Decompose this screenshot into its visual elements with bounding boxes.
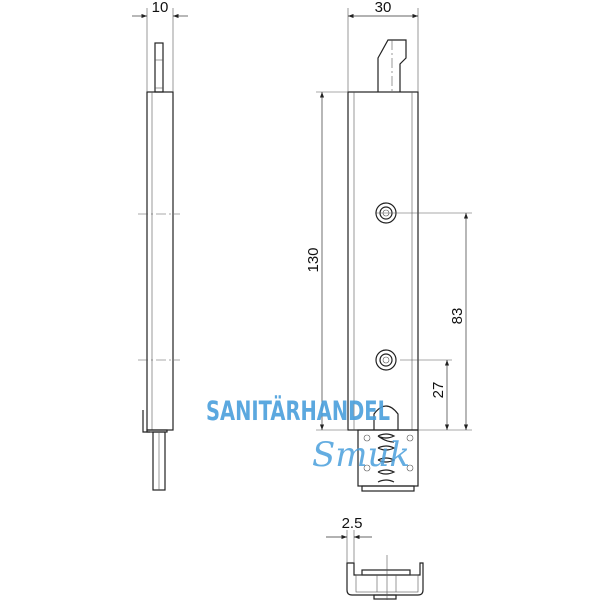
dimension-screw-spacing: 83	[375, 212, 472, 431]
watermark-logo: SANITÄRHANDEL Smuk	[206, 395, 410, 475]
dimension-height: 130	[305, 91, 348, 431]
dimension-side-width: 10	[132, 0, 188, 92]
dim-label-2-5: 2.5	[342, 515, 363, 532]
dimension-front-width: 30	[347, 0, 419, 92]
dim-label-83: 83	[449, 308, 466, 325]
dimension-bottom-offset: 27	[430, 360, 450, 430]
side-view	[138, 42, 180, 491]
dimension-bottom-lip: 2.5	[326, 515, 372, 563]
dim-label-30: 30	[375, 0, 392, 16]
bottom-view	[346, 555, 424, 600]
watermark-line1: SANITÄRHANDEL	[206, 395, 390, 427]
dim-label-27: 27	[430, 382, 447, 399]
watermark-line2: Smuk	[312, 435, 410, 475]
screw-hole-lower	[375, 349, 397, 371]
bolt-mechanism	[357, 405, 419, 492]
dim-label-130: 130	[305, 247, 322, 272]
dim-label-10: 10	[152, 0, 169, 16]
